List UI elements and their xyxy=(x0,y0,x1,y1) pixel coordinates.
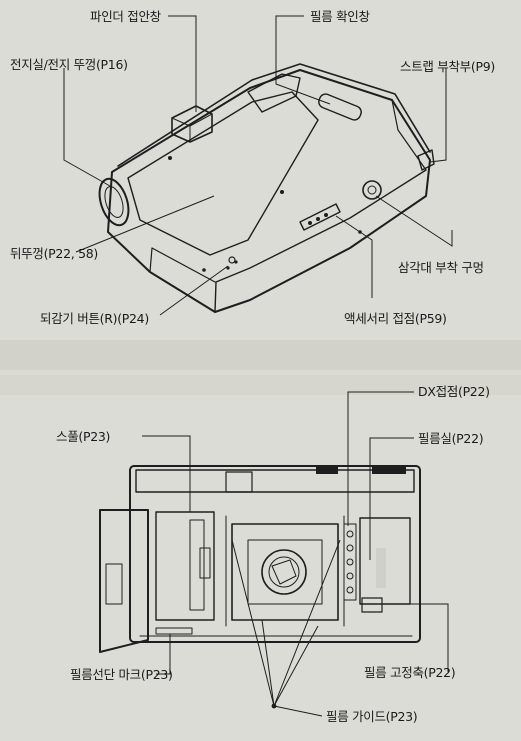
film-shaft xyxy=(361,597,383,613)
strap-lug xyxy=(417,149,435,171)
label-accessory-contacts: 액세서리 접점(P59) xyxy=(344,311,447,326)
tripod-socket xyxy=(362,180,382,200)
spool-chamber xyxy=(155,511,215,621)
label-battery-cover: 전지실/전지 뚜껑(P16) xyxy=(10,57,128,72)
film-gate xyxy=(231,523,339,621)
camera-back-illustration xyxy=(98,63,435,313)
top-leader-lines xyxy=(63,15,453,316)
label-film-guide: 필름 가이드(P23) xyxy=(326,709,418,724)
back-cover-panel xyxy=(127,91,319,256)
shutter-lens xyxy=(261,549,307,595)
camera-open-back-illustration xyxy=(99,465,421,653)
bottom-leader-lines xyxy=(142,391,449,717)
camera-body-open xyxy=(129,465,421,643)
accessory-contacts xyxy=(299,203,341,231)
viewfinder-window xyxy=(225,471,253,493)
film-check-window xyxy=(318,93,362,121)
background-band xyxy=(0,340,521,370)
label-film-end-mark: 필름선단 마크(P23) xyxy=(70,667,173,682)
camera-body xyxy=(107,69,431,313)
label-dx-contacts: DX접점(P22) xyxy=(418,384,490,399)
label-film-chamber: 필름실(P22) xyxy=(418,431,484,446)
label-finder-window: 파인더 접안창 xyxy=(90,9,161,24)
label-tripod-socket: 삼각대 부착 구멍 xyxy=(398,260,484,275)
label-spool: 스풀(P23) xyxy=(56,429,111,444)
dx-contacts-column xyxy=(343,523,357,601)
rewind-button xyxy=(228,256,236,264)
label-back-cover: 뒤뚜껑(P22, 58) xyxy=(10,246,98,261)
dial-knob xyxy=(372,466,406,474)
background-band xyxy=(0,375,521,395)
film-end-mark xyxy=(155,627,193,635)
battery-cover xyxy=(98,177,130,227)
label-film-shaft: 필름 고정축(P22) xyxy=(364,665,456,680)
label-rewind-button: 되감기 버튼(R)(P24) xyxy=(40,311,149,326)
dial-knob xyxy=(316,466,338,474)
label-strap-mount: 스트랩 부착부(P9) xyxy=(400,59,495,74)
label-film-window: 필름 확인창 xyxy=(310,9,370,24)
back-door-open xyxy=(99,509,149,653)
